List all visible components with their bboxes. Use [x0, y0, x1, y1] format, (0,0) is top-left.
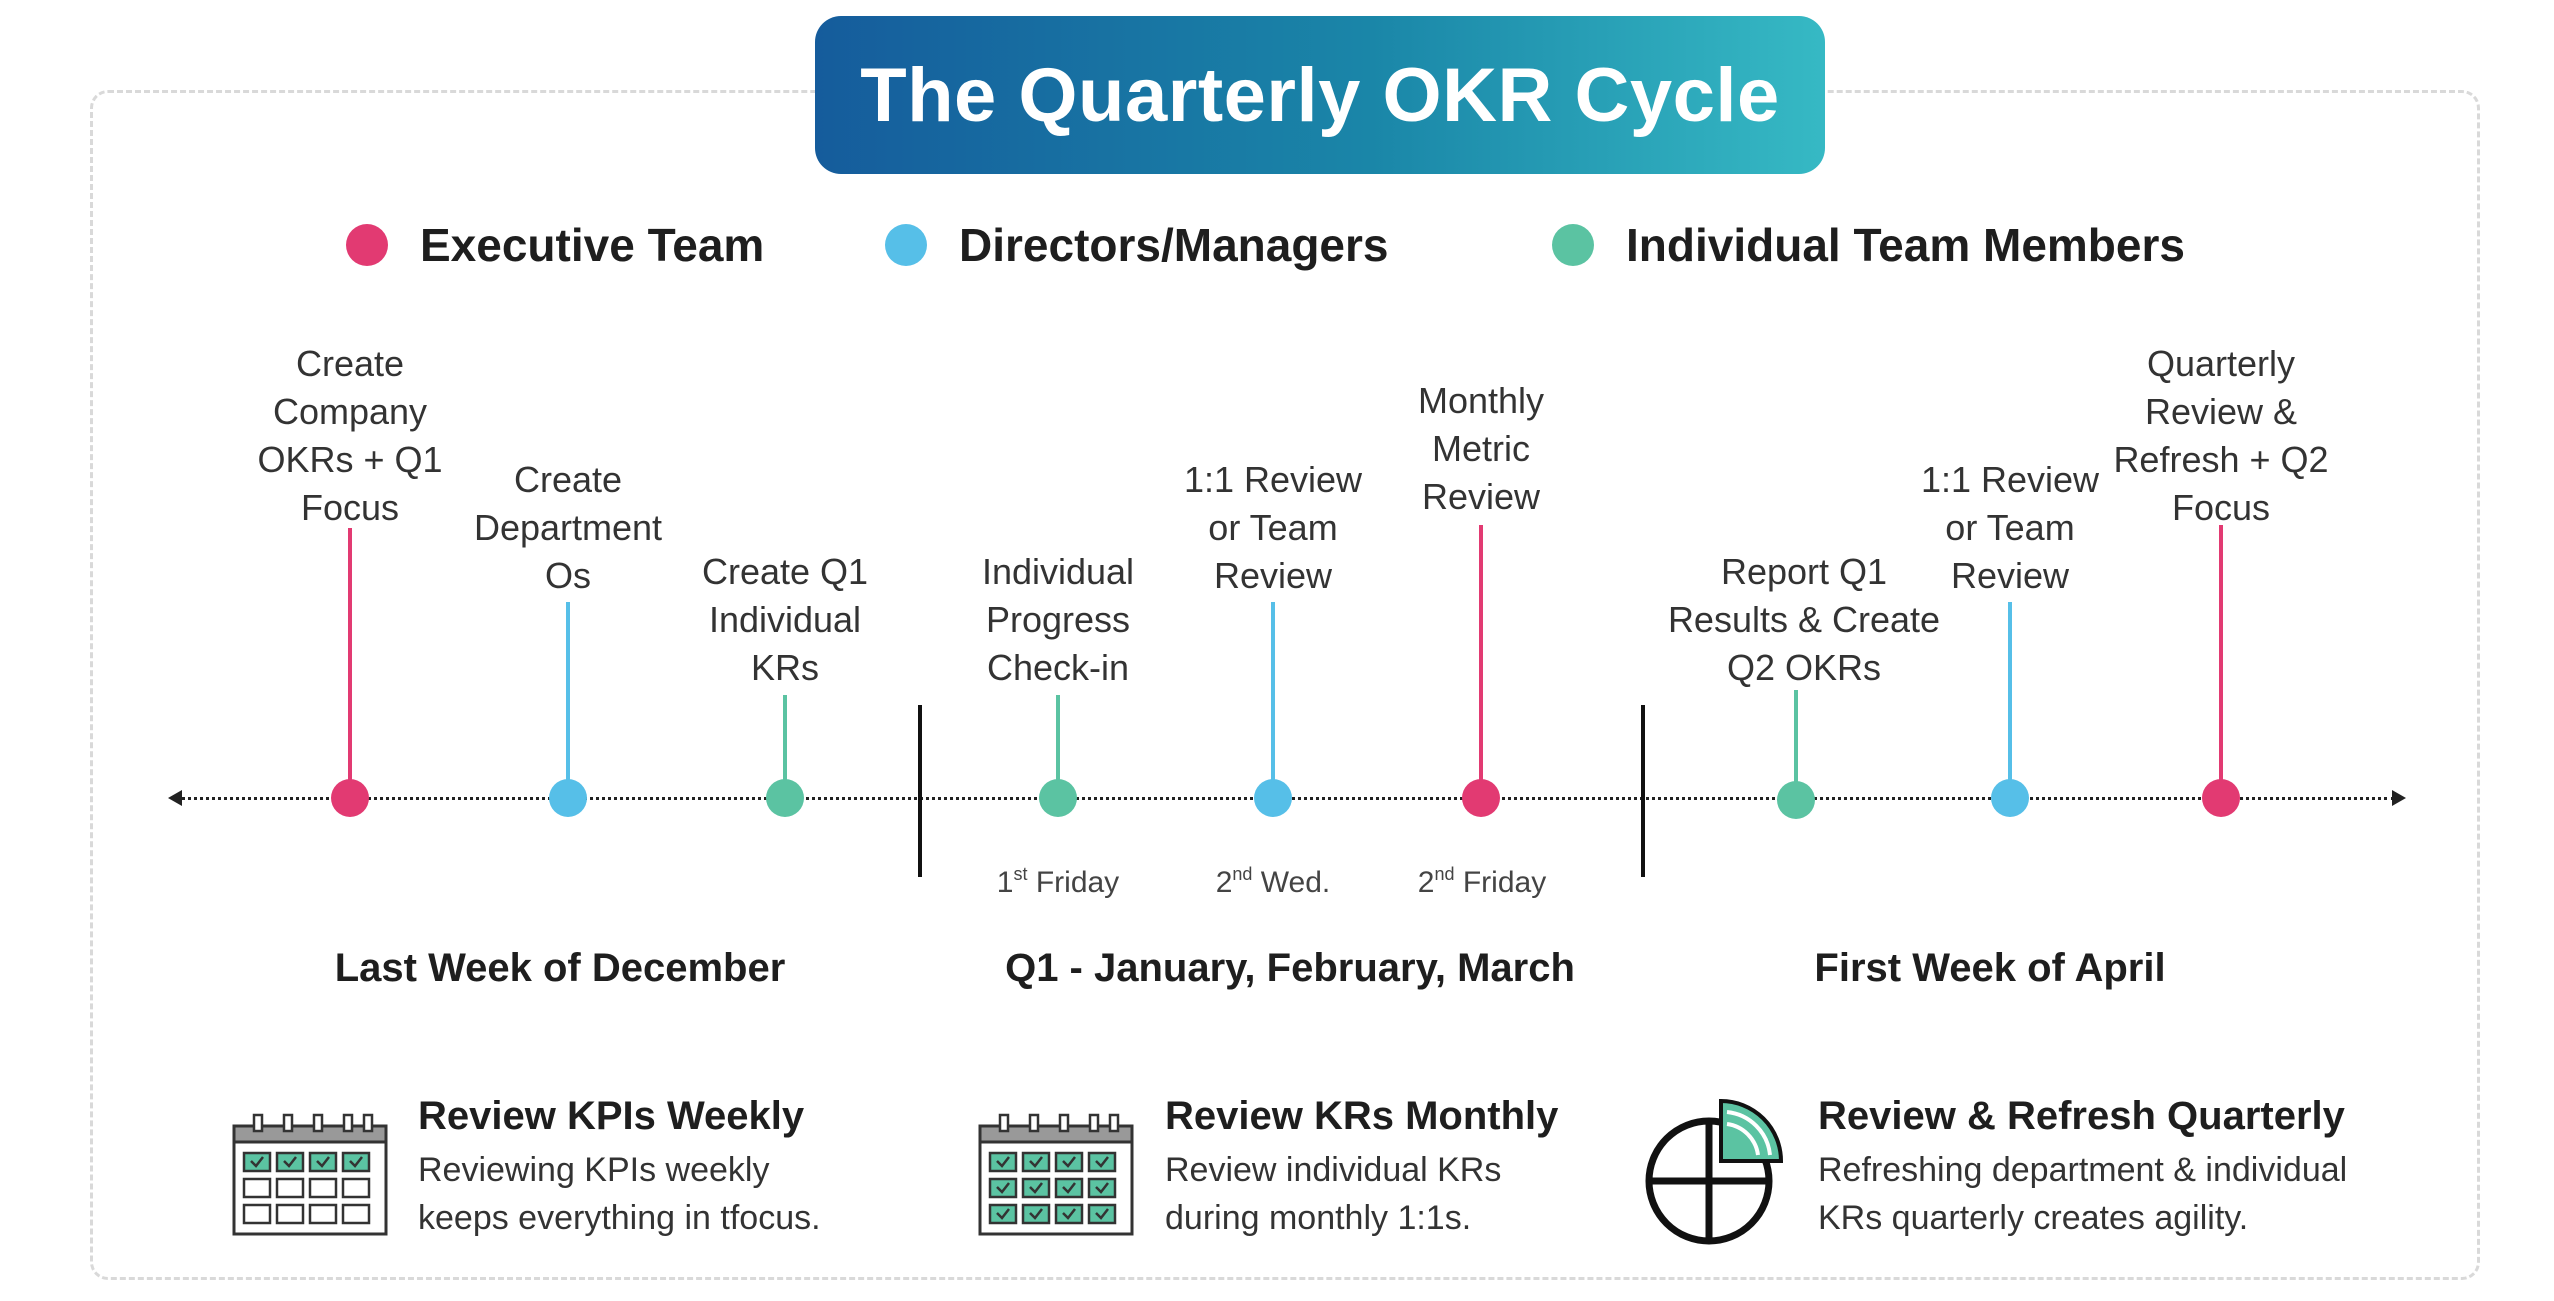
review-title-monthly: Review KRs Monthly	[1165, 1094, 1559, 1138]
calendar-monthly-icon	[978, 1113, 1134, 1236]
title-banner: The Quarterly OKR Cycle	[815, 16, 1825, 174]
event-node-2	[549, 779, 587, 817]
event-node-4	[1039, 779, 1077, 817]
legend-label-individual: Individual Team Members	[1626, 219, 2185, 271]
event-stem-6	[1479, 525, 1483, 798]
event-node-1	[331, 779, 369, 817]
event-node-5	[1254, 779, 1292, 817]
period-divider-2	[1641, 705, 1645, 877]
date-label-3: 2nd Friday	[1417, 864, 1547, 899]
event-node-3	[766, 779, 804, 817]
quarter-pie-icon	[1645, 1098, 1784, 1245]
event-stem-8	[2008, 602, 2012, 798]
event-stem-3	[783, 695, 787, 798]
event-stem-2	[566, 602, 570, 798]
event-stem-4	[1056, 695, 1060, 798]
period-label-q1: Q1 - January, February, March	[1005, 946, 1575, 990]
legend-dot-executive	[346, 224, 388, 266]
timeline-arrow-left	[168, 790, 182, 806]
legend-label-directors: Directors/Managers	[959, 219, 1389, 271]
legend-dot-directors	[885, 224, 927, 266]
date-label-1: 1st Friday	[996, 864, 1120, 899]
period-divider-1	[918, 705, 922, 877]
period-label-december: Last Week of December	[334, 946, 786, 990]
event-node-6	[1462, 779, 1500, 817]
event-stem-7	[1794, 690, 1798, 798]
event-node-7	[1777, 781, 1815, 819]
page-title: The Quarterly OKR Cycle	[860, 52, 1780, 138]
legend-item-executive: Executive Team	[346, 218, 764, 272]
event-node-9	[2202, 779, 2240, 817]
review-title-quarterly: Review & Refresh Quarterly	[1818, 1094, 2345, 1138]
legend-item-individual: Individual Team Members	[1552, 218, 2185, 272]
event-stem-5	[1271, 602, 1275, 798]
legend-label-executive: Executive Team	[420, 219, 765, 271]
event-stem-9	[2219, 525, 2223, 798]
legend-item-directors: Directors/Managers	[885, 218, 1389, 272]
review-title-weekly: Review KPIs Weekly	[418, 1094, 805, 1138]
period-label-april: First Week of April	[1814, 946, 2166, 990]
date-label-2: 2nd Wed.	[1215, 864, 1331, 899]
event-node-8	[1991, 779, 2029, 817]
calendar-weekly-icon	[232, 1113, 388, 1236]
legend-dot-individual	[1552, 224, 1594, 266]
timeline-arrow-right	[2392, 790, 2406, 806]
event-stem-1	[348, 528, 352, 798]
